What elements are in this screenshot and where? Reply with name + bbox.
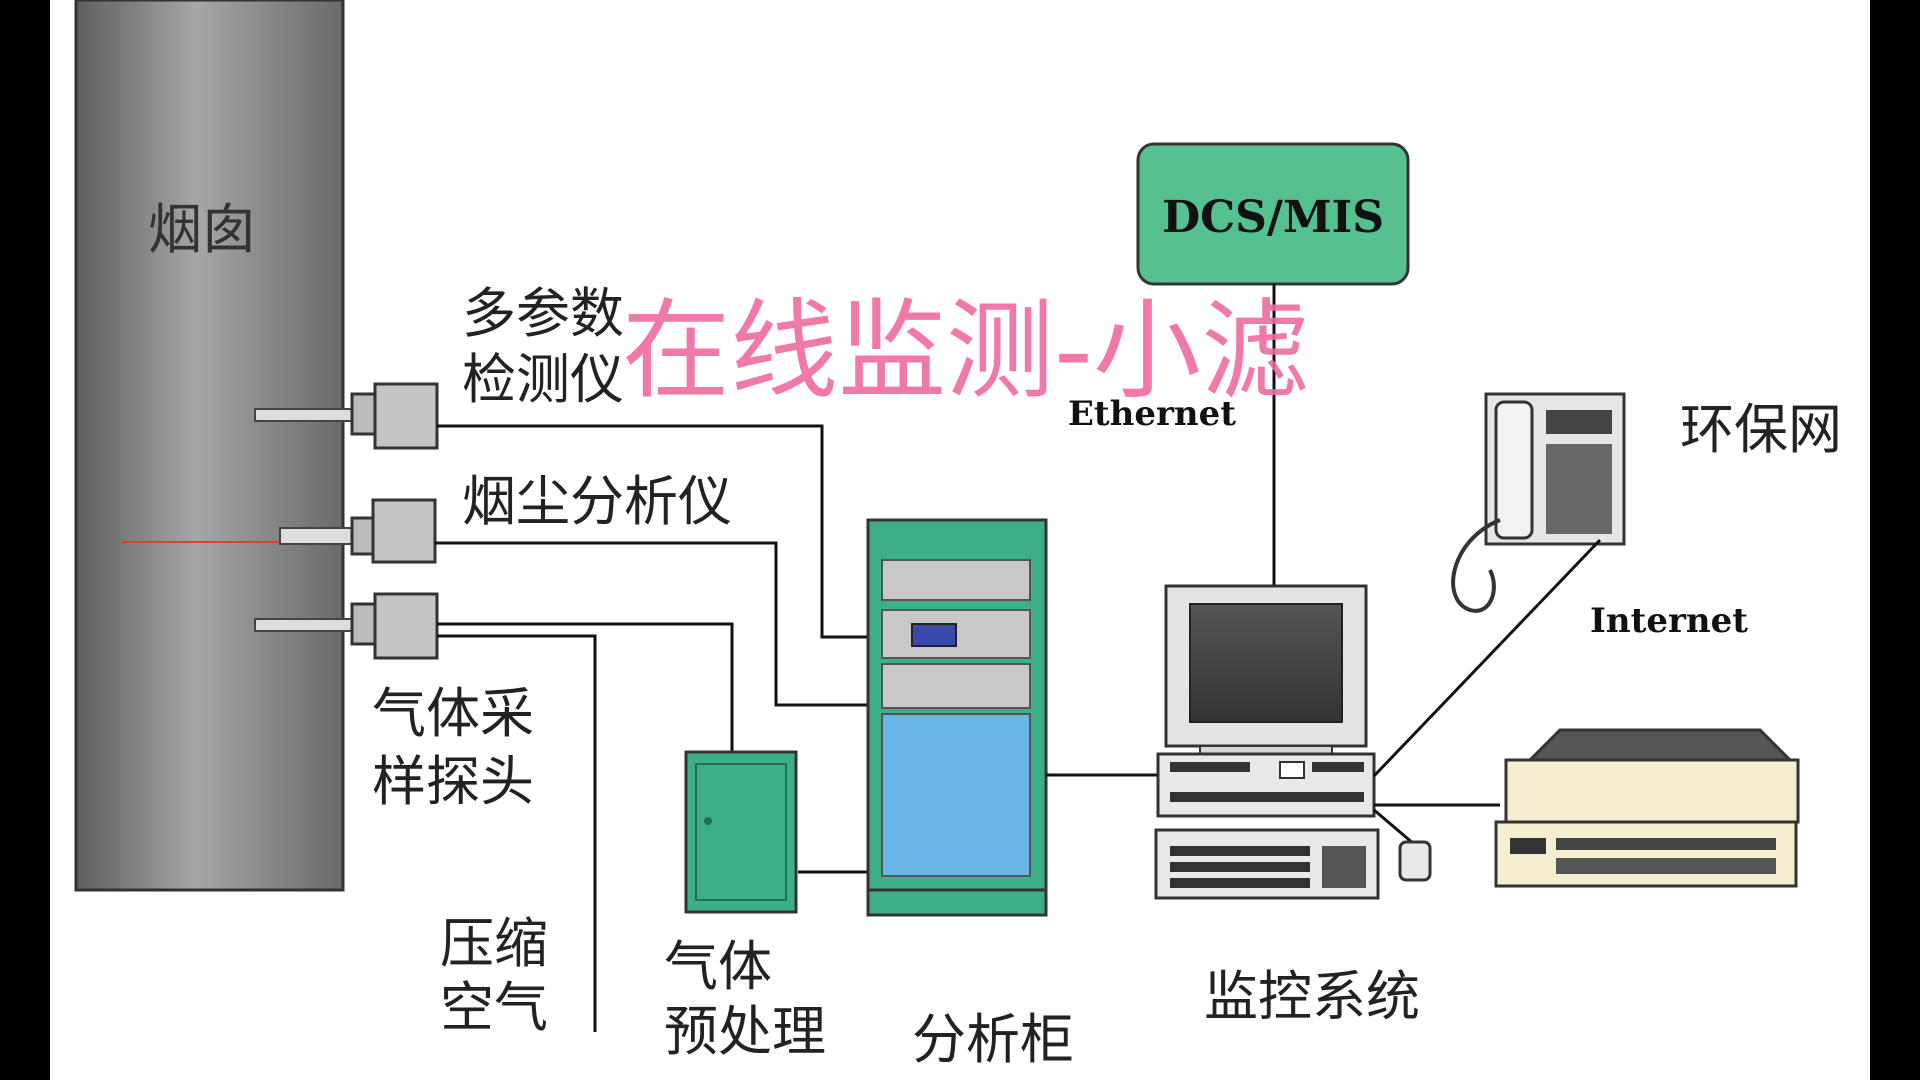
- chimney-label: 烟囱: [148, 198, 256, 261]
- telephone: [1451, 392, 1626, 613]
- env-network-label: 环保网: [1680, 398, 1842, 461]
- chimney: 烟囱: [74, 0, 345, 892]
- internet-label: Internet: [1590, 601, 1748, 641]
- dust-analyzer-sensor: [279, 498, 437, 564]
- monitoring-system-label: 监控系统: [1204, 965, 1420, 1028]
- compressed-air-label-1: 压缩: [440, 912, 548, 975]
- ethernet-label: Ethernet: [1068, 394, 1236, 434]
- dust-analyzer-label: 烟尘分析仪: [462, 470, 732, 533]
- keyboard: [1154, 828, 1380, 900]
- multi-param-label-2: 检测仪: [462, 348, 624, 411]
- wire-gas-probe: [437, 622, 734, 752]
- gas-pretreatment-box: [684, 750, 798, 914]
- compressed-air-label-2: 空气: [440, 976, 548, 1039]
- analysis-cabinet-label: 分析柜: [912, 1008, 1074, 1071]
- gas-pretreat-label-2: 预处理: [664, 1000, 826, 1063]
- watermark: 在线监测-小滤: [622, 289, 1309, 414]
- wire-compressed-air: [437, 634, 597, 1032]
- dcs-mis-box: DCS/MIS: [1136, 142, 1410, 286]
- multi-param-sensor: [254, 382, 439, 450]
- analysis-cabinet: [866, 518, 1048, 917]
- gas-probe-label-1: 气体采: [372, 682, 534, 745]
- gas-probe-sensor: [254, 592, 439, 660]
- gas-probe-label-2: 样探头: [372, 750, 534, 813]
- gas-pretreat-label-1: 气体: [664, 935, 772, 998]
- computer-base-unit: [1156, 752, 1376, 818]
- wire-computer-phone: [1372, 538, 1602, 778]
- printer: [1494, 728, 1800, 888]
- mouse: [1373, 808, 1432, 882]
- computer-monitor: [1164, 584, 1368, 759]
- multi-param-label-1: 多参数: [462, 282, 624, 345]
- wire-dust: [435, 541, 870, 707]
- wire-multi-param: [437, 424, 870, 639]
- dcs-mis-label: DCS/MIS: [1162, 192, 1384, 243]
